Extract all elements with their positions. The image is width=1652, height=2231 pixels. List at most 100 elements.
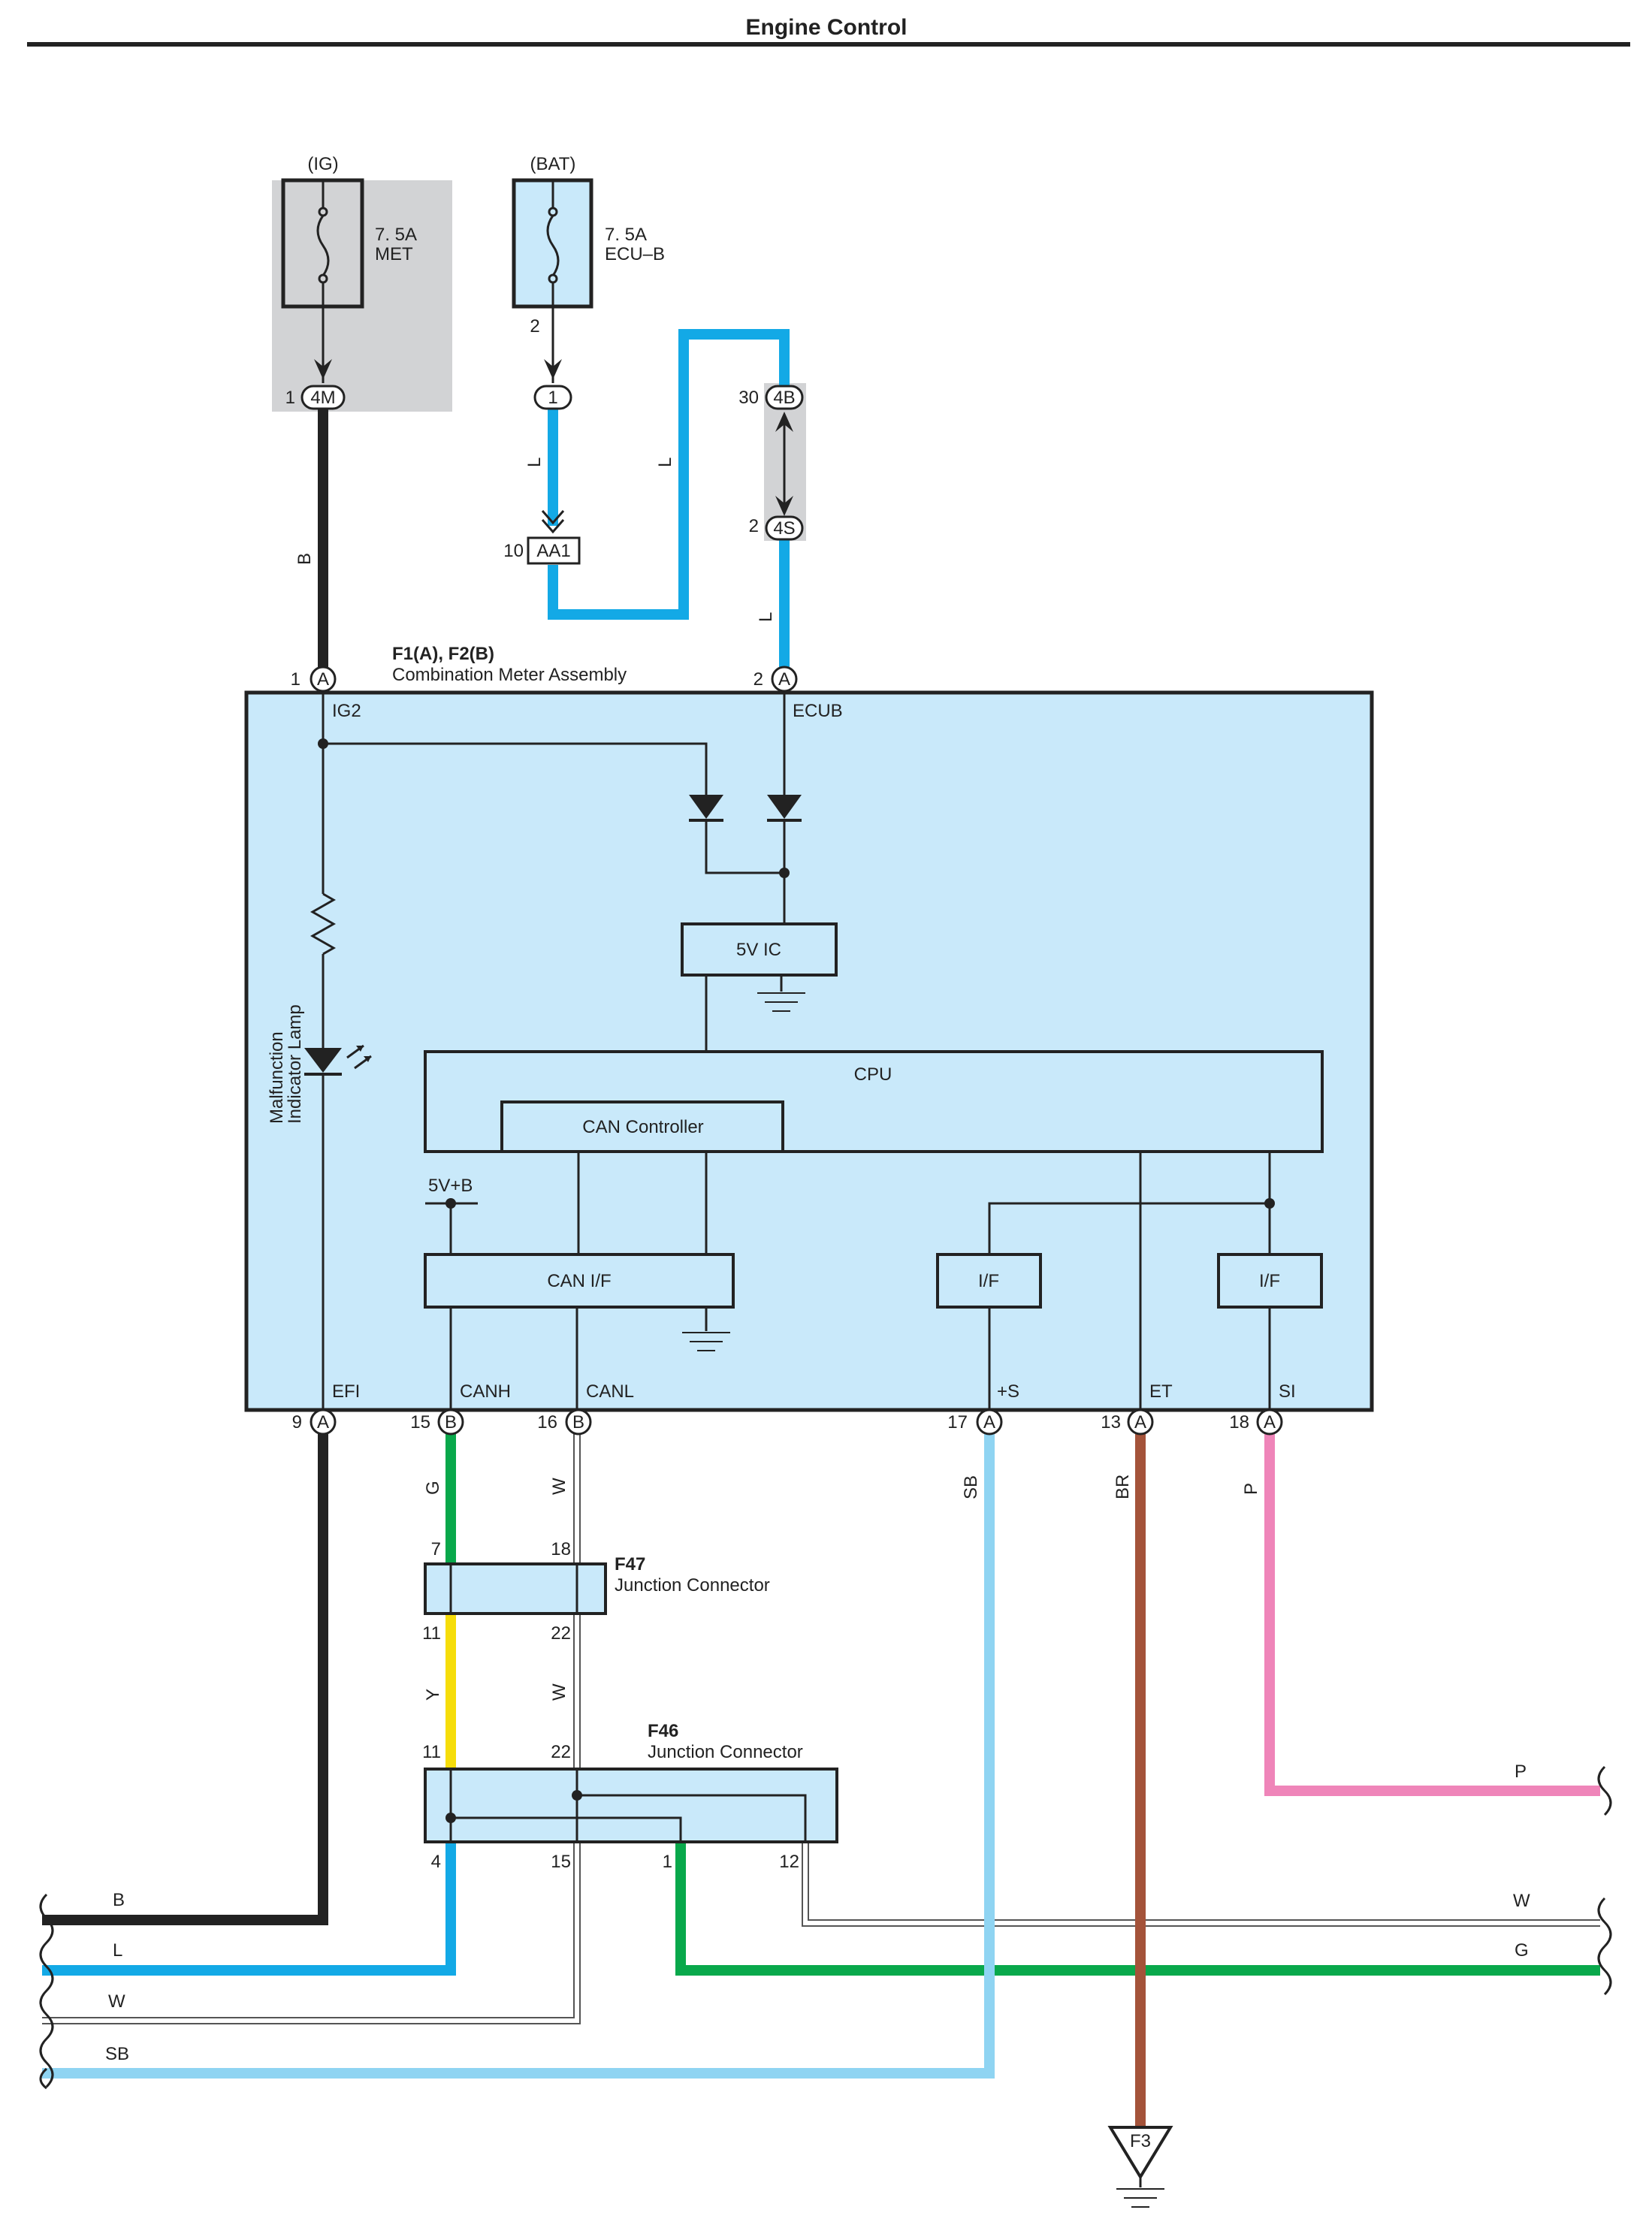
wire-label-out-sb: SB — [105, 2044, 129, 2064]
wire-label-g: G — [423, 1481, 443, 1495]
svg-text:CANH: CANH — [460, 1381, 511, 1402]
fuse-ecu-b: (BAT) 7. 5A ECU–B 2 — [512, 154, 665, 383]
svg-text:15: 15 — [551, 1852, 571, 1872]
svg-text:EFI: EFI — [332, 1381, 360, 1402]
wire-label-l-meter: L — [756, 612, 776, 622]
svg-text:12: 12 — [779, 1852, 799, 1872]
terminal-ig2: 1 A IG2 — [291, 666, 361, 721]
wire-label-out-b: B — [113, 1890, 125, 1910]
f47-id: F47 — [615, 1554, 645, 1574]
wire-label-w-lower: W — [549, 1683, 569, 1701]
svg-text:+S: +S — [997, 1381, 1019, 1402]
svg-text:B: B — [572, 1412, 584, 1432]
malfunction-indicator-lamp-label: Malfunction Indicator Lamp — [267, 1004, 305, 1124]
wire-l-loop — [548, 329, 790, 620]
fuse-met-rating: 7. 5A — [375, 225, 417, 245]
svg-text:ECUB: ECUB — [793, 701, 843, 721]
svg-text:1: 1 — [291, 669, 301, 690]
block-if-2: I/F — [1217, 1253, 1323, 1309]
svg-text:CAN Controller: CAN Controller — [582, 1117, 703, 1137]
block-5v-ic: 5V IC — [681, 922, 838, 977]
svg-text:A: A — [983, 1412, 995, 1432]
wire-label-out-w-right: W — [1513, 1891, 1530, 1911]
wire-label-out-l: L — [113, 1940, 122, 1961]
svg-text:5V+B: 5V+B — [428, 1176, 473, 1196]
wire-label-b: B — [294, 553, 315, 565]
svg-text:CANL: CANL — [586, 1381, 634, 1402]
svg-text:A: A — [1134, 1412, 1146, 1432]
block-can-controller: CAN Controller — [500, 1100, 784, 1153]
f46-id: F46 — [648, 1721, 678, 1741]
wire-label-p: P — [1241, 1483, 1261, 1495]
svg-text:4: 4 — [431, 1852, 441, 1872]
svg-text:5V IC: 5V IC — [736, 940, 781, 960]
wire-p — [1264, 1420, 1600, 1796]
connector-4s-pin: 2 — [749, 516, 759, 536]
svg-text:16: 16 — [537, 1412, 557, 1432]
connector-4b-4s: 30 4B 2 4S — [738, 385, 804, 541]
svg-text:22: 22 — [551, 1742, 571, 1762]
connector-4m-pin: 1 — [285, 388, 295, 408]
terminal-plus-s: +S 17 A — [947, 1381, 1019, 1436]
connector-aa1-pin: 10 — [503, 541, 524, 561]
connector-aa1-label: AA1 — [536, 541, 570, 561]
wire-w-canl — [42, 1420, 581, 2024]
ground-f3: F3 — [1107, 2126, 1173, 2208]
svg-text:11: 11 — [422, 1623, 441, 1644]
wire-g-right — [675, 1842, 1600, 1976]
wire-label-sb: SB — [961, 1475, 981, 1499]
svg-text:22: 22 — [551, 1623, 571, 1644]
continuation-marks-right — [1597, 1765, 1612, 1996]
meter-name: Combination Meter Assembly — [392, 665, 627, 685]
ground-f3-label: F3 — [1130, 2131, 1151, 2151]
continuation-marks-left — [39, 1893, 54, 2090]
page-title: Engine Control — [746, 15, 908, 40]
block-can-if: CAN I/F — [424, 1253, 735, 1309]
wire-w-right — [802, 1842, 1600, 1927]
connector-1: 1 — [533, 385, 572, 410]
svg-text:A: A — [1264, 1412, 1276, 1432]
meter-internal-lines — [304, 691, 1275, 1408]
terminal-si: SI 18 A — [1229, 1381, 1296, 1436]
fuse-met-name: MET — [375, 244, 413, 264]
svg-text:9: 9 — [292, 1412, 302, 1432]
svg-text:ET: ET — [1149, 1381, 1173, 1402]
terminal-et: ET 13 A — [1101, 1381, 1173, 1436]
connector-4b-label: 4B — [773, 388, 795, 408]
wire-label-br: BR — [1113, 1475, 1133, 1499]
connector-4m-label: 4M — [310, 388, 335, 408]
svg-text:2: 2 — [754, 669, 763, 690]
svg-text:7: 7 — [431, 1539, 441, 1559]
terminal-canl: CANL 16 B — [537, 1381, 634, 1436]
svg-text:B: B — [445, 1412, 457, 1432]
svg-text:Indicator Lamp: Indicator Lamp — [285, 1004, 305, 1124]
svg-text:13: 13 — [1101, 1412, 1121, 1432]
svg-text:1: 1 — [663, 1852, 672, 1872]
wire-sb — [42, 1420, 995, 2079]
wire-label-y: Y — [423, 1689, 443, 1701]
fuse-ecu-b-rating: 7. 5A — [605, 225, 647, 245]
wire-label-l-loop: L — [655, 457, 675, 467]
svg-text:15: 15 — [410, 1412, 430, 1432]
svg-text:18: 18 — [1229, 1412, 1249, 1432]
wire-b-efi — [42, 1420, 328, 1925]
connector-4m: 1 4M — [285, 385, 346, 410]
fuse-met: (IG) 7. 5A MET — [281, 154, 417, 383]
connector-4s-label: 4S — [773, 518, 795, 539]
connector-aa1: 10 AA1 — [503, 510, 581, 565]
svg-text:I/F: I/F — [978, 1271, 999, 1291]
svg-text:A: A — [317, 1412, 329, 1432]
fuse-ecu-b-source: (BAT) — [530, 154, 576, 174]
svg-text:11: 11 — [422, 1742, 441, 1762]
wire-label-out-g: G — [1515, 1940, 1529, 1961]
junction-connector-f47: 7 18 11 22 F47 Junction Connector — [422, 1539, 770, 1644]
fuse-met-source: (IG) — [307, 154, 338, 174]
wire-label-w: W — [549, 1478, 569, 1495]
terminal-efi: EFI 9 A — [292, 1381, 360, 1436]
svg-text:18: 18 — [551, 1539, 571, 1559]
fuse-ecu-b-name: ECU–B — [605, 244, 665, 264]
junction-connector-f46: 11 22 4 15 1 12 F46 Junction Connector — [422, 1721, 838, 1872]
terminal-canh: CANH 15 B — [410, 1381, 511, 1436]
connector-1-label: 1 — [548, 388, 557, 408]
